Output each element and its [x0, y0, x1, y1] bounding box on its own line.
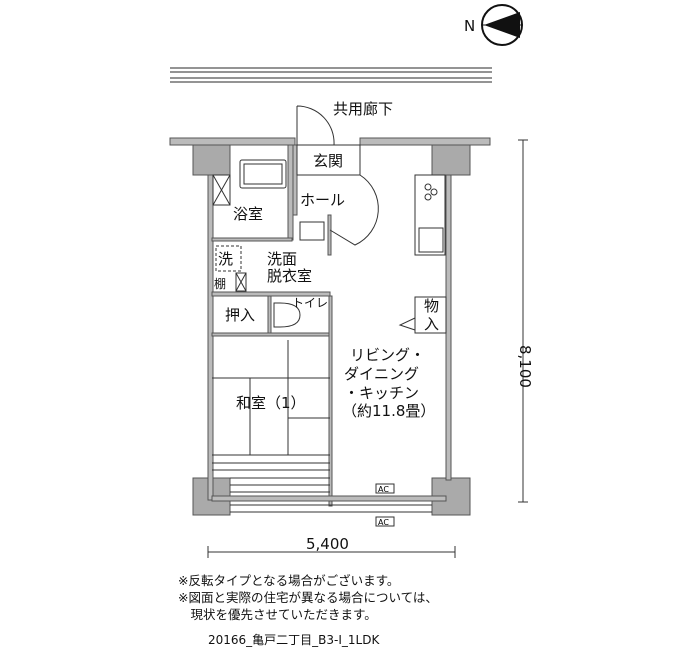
room-outlines [212, 144, 447, 513]
japanese-room-label: 和室（1） [236, 394, 306, 412]
note-2: ※図面と実際の住宅が異なる場合については、 [178, 590, 438, 605]
plan-code: 20166_亀戸二丁目_B3-Ⅰ_1LDK [208, 633, 380, 647]
bath-label: 浴室 [233, 205, 263, 223]
ldk-label-1: リビング・ [350, 346, 425, 364]
corridor-railing [170, 67, 492, 83]
dimension-lines [207, 139, 528, 558]
ac-label-indoor: AC [378, 485, 389, 494]
note-1: ※反転タイプとなる場合がございます。 [178, 573, 400, 588]
washroom-label-1: 洗面 [267, 250, 297, 268]
toilet-label: トイレ [292, 296, 328, 310]
ldk-label-2: ダイニング [344, 365, 419, 383]
ldk-label-3: ・キッチン [344, 384, 419, 402]
hall-label: ホール [300, 191, 345, 209]
washer-label: 洗 [218, 250, 233, 268]
compass-icon: N [464, 4, 523, 46]
corridor-label: 共用廊下 [333, 100, 393, 118]
ldk-label-4: （約11.8畳） [342, 402, 435, 420]
hall-door [329, 174, 379, 246]
walls [169, 137, 491, 507]
note-3: 現状を優先させていただきます。 [178, 607, 377, 622]
depth-dimension: 8,100 [516, 345, 534, 388]
storage-label-2: 入 [424, 315, 439, 333]
shelf-label: 棚 [214, 276, 226, 291]
storage-label-1: 物 [424, 297, 439, 315]
entrance-door [296, 105, 335, 146]
closet-label: 押入 [225, 306, 255, 324]
entrance-label: 玄関 [313, 152, 343, 170]
compass-north-label: N [464, 17, 475, 35]
width-dimension: 5,400 [306, 535, 349, 553]
ac-label-outdoor: AC [378, 518, 389, 527]
washroom-label-2: 脱衣室 [267, 267, 312, 285]
